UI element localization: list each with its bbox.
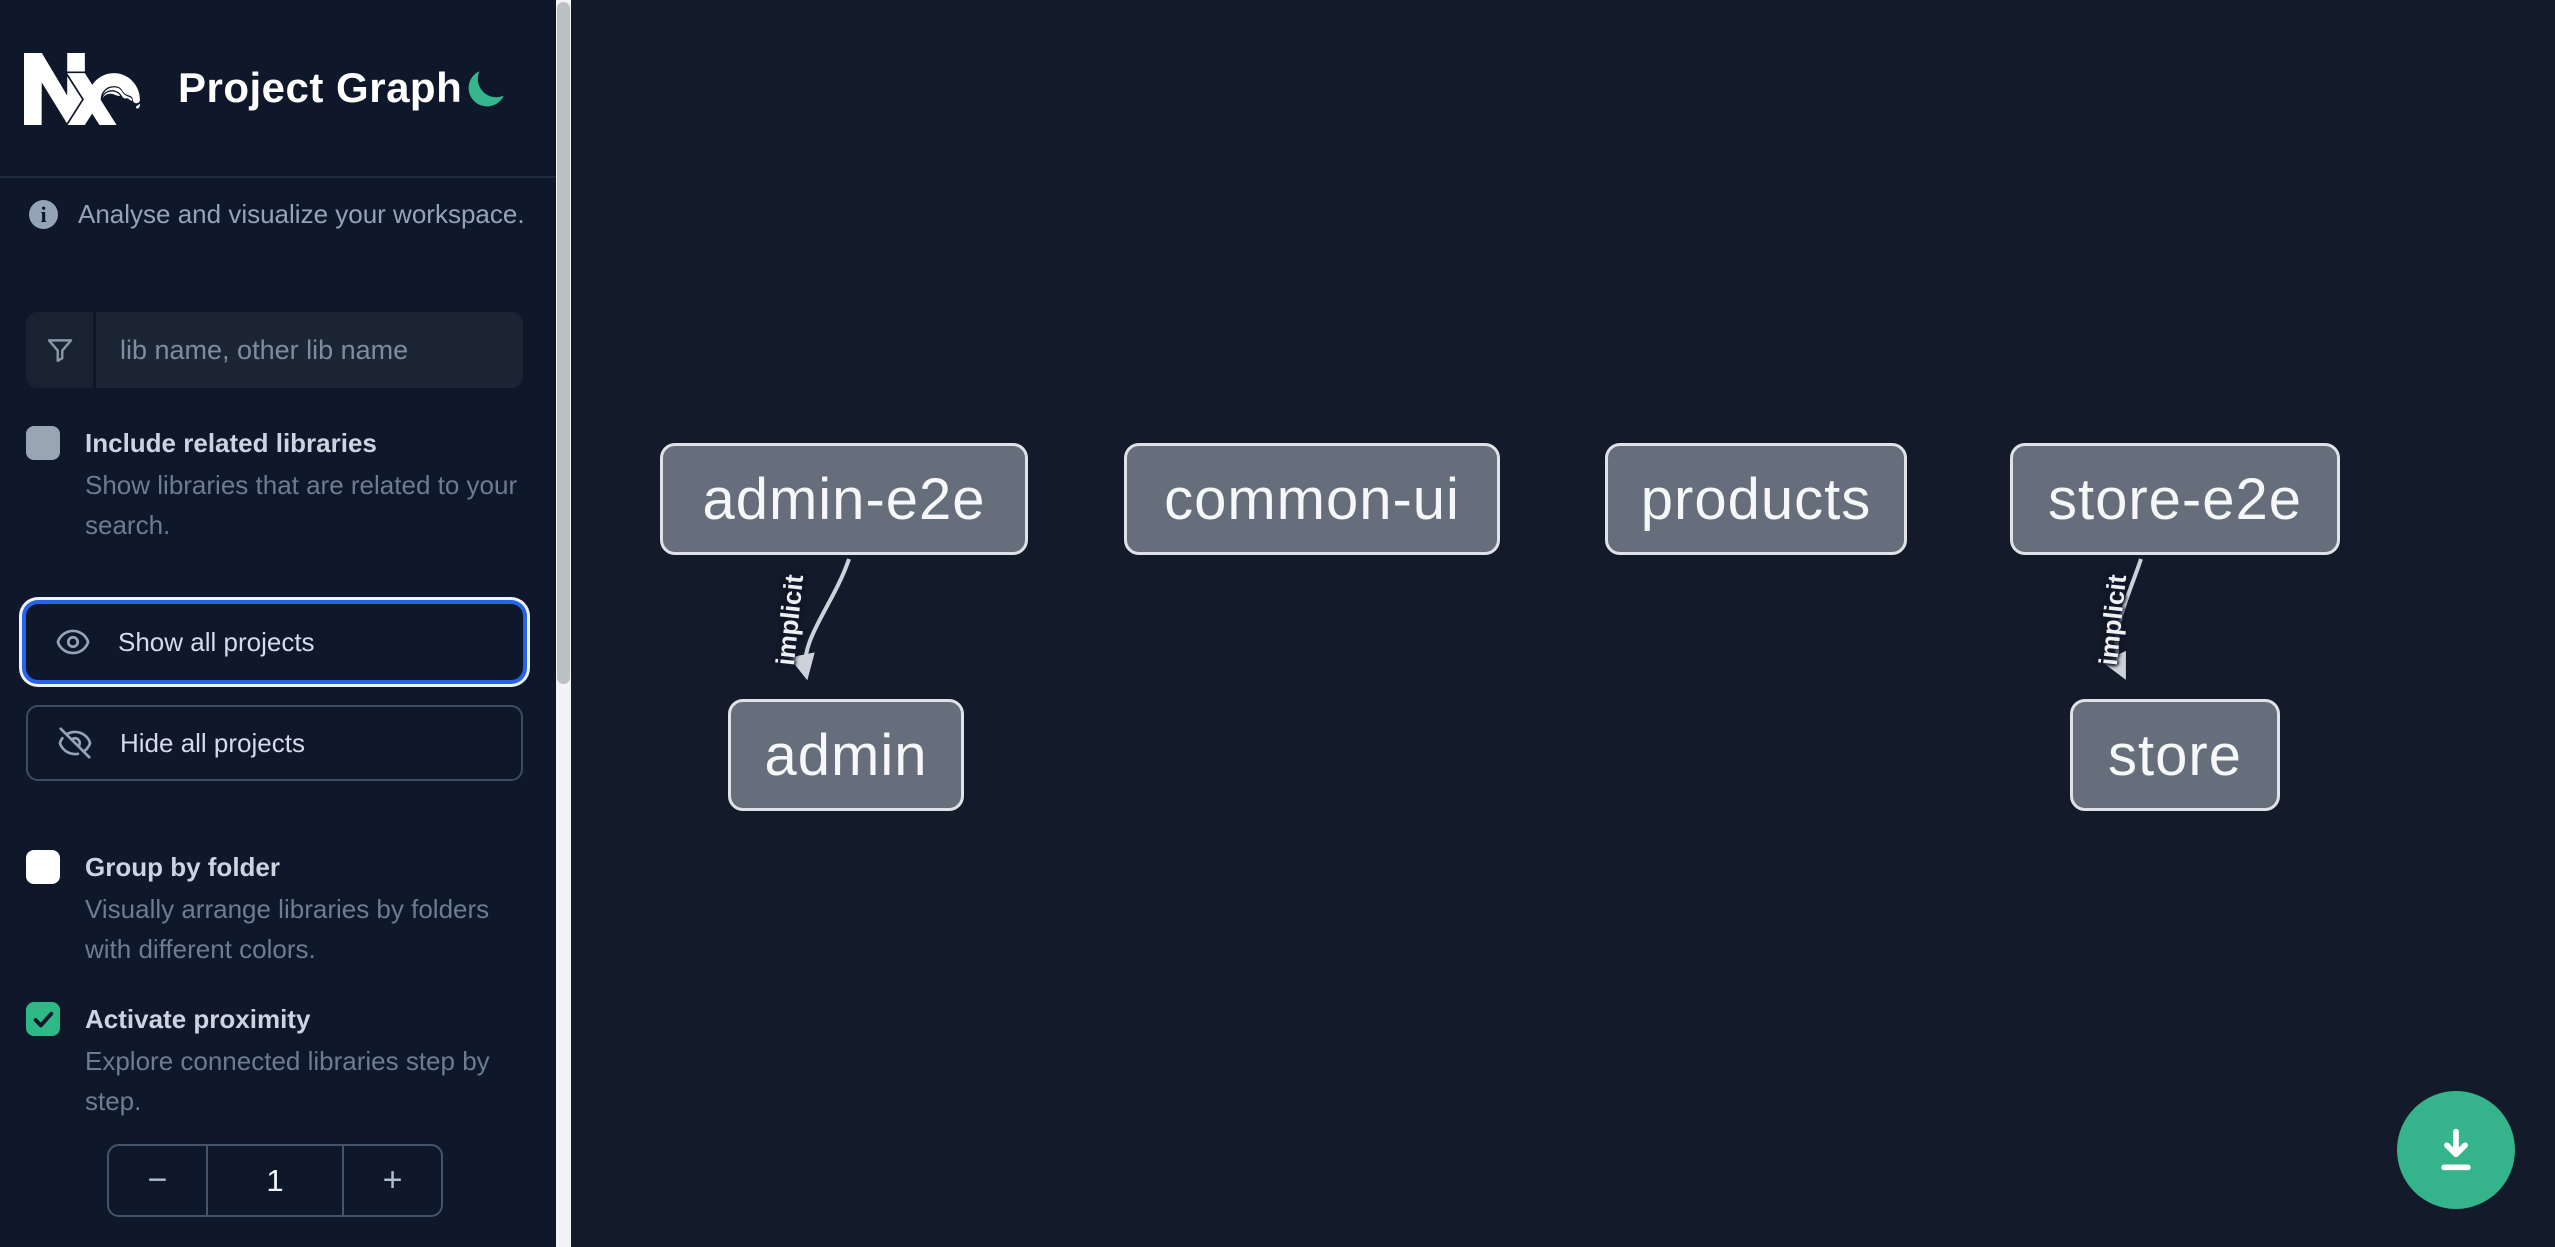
proximity-depth-stepper: − 1 +	[107, 1144, 443, 1217]
include-related-checkbox[interactable]	[26, 426, 60, 460]
button-label: Show all projects	[118, 626, 315, 657]
hide-all-projects-button[interactable]: Hide all projects	[26, 705, 523, 781]
option-activate-proximity: Activate proximity Explore connected lib…	[26, 1000, 531, 1121]
stepper-value: 1	[206, 1146, 344, 1215]
option-description: Explore connected libraries step by step…	[85, 1046, 490, 1116]
moon-icon	[468, 71, 504, 107]
theme-toggle-button[interactable]	[458, 58, 518, 118]
graph-node-admin-e2e[interactable]: admin-e2e	[660, 443, 1028, 555]
graph-canvas[interactable]	[571, 0, 2555, 1247]
graph-node-common-ui[interactable]: common-ui	[1124, 443, 1500, 555]
button-label: Hide all projects	[120, 727, 305, 758]
group-by-folder-checkbox[interactable]	[26, 850, 60, 884]
option-label: Group by folder	[85, 852, 280, 882]
page-title: Project Graph	[178, 64, 463, 111]
info-icon: i	[29, 200, 58, 229]
option-label: Include related libraries	[85, 428, 377, 458]
option-text: Activate proximity Explore connected lib…	[85, 1000, 520, 1121]
workspace-tagline: Analyse and visualize your workspace.	[78, 199, 525, 229]
increment-button[interactable]: +	[344, 1146, 441, 1215]
sidebar: Project Graph i Analyse and visualize yo…	[0, 0, 556, 1247]
option-description: Show libraries that are related to your …	[85, 470, 518, 540]
eye-icon	[56, 629, 90, 655]
graph-node-admin[interactable]: admin	[728, 699, 964, 811]
checkmark-icon	[33, 1011, 53, 1027]
search-input[interactable]	[96, 312, 523, 388]
eye-off-icon	[58, 727, 92, 759]
sidebar-scrollbar-thumb[interactable]	[557, 2, 570, 684]
option-include-related-libraries: Include related libraries Show libraries…	[26, 424, 531, 545]
workspace-tagline-row: i Analyse and visualize your workspace.	[29, 199, 525, 230]
download-button[interactable]	[2397, 1091, 2515, 1209]
graph-node-store[interactable]: store	[2070, 699, 2280, 811]
option-group-by-folder: Group by folder Visually arrange librari…	[26, 848, 531, 969]
sidebar-scrollbar-track[interactable]	[556, 0, 571, 1247]
option-description: Visually arrange libraries by folders wi…	[85, 894, 490, 964]
graph-node-store-e2e[interactable]: store-e2e	[2010, 443, 2340, 555]
download-icon	[2441, 1128, 2471, 1171]
graph-node-products[interactable]: products	[1605, 443, 1907, 555]
show-all-projects-button[interactable]: Show all projects	[26, 604, 523, 680]
option-text: Include related libraries Show libraries…	[85, 424, 520, 545]
decrement-button[interactable]: −	[109, 1146, 206, 1215]
option-text: Group by folder Visually arrange librari…	[85, 848, 520, 969]
search-bar	[26, 312, 523, 388]
filter-funnel-icon	[26, 312, 96, 388]
option-label: Activate proximity	[85, 1004, 311, 1034]
nx-logo-icon	[24, 52, 140, 126]
activate-proximity-checkbox[interactable]	[26, 1002, 60, 1036]
sidebar-header: Project Graph	[0, 0, 556, 178]
